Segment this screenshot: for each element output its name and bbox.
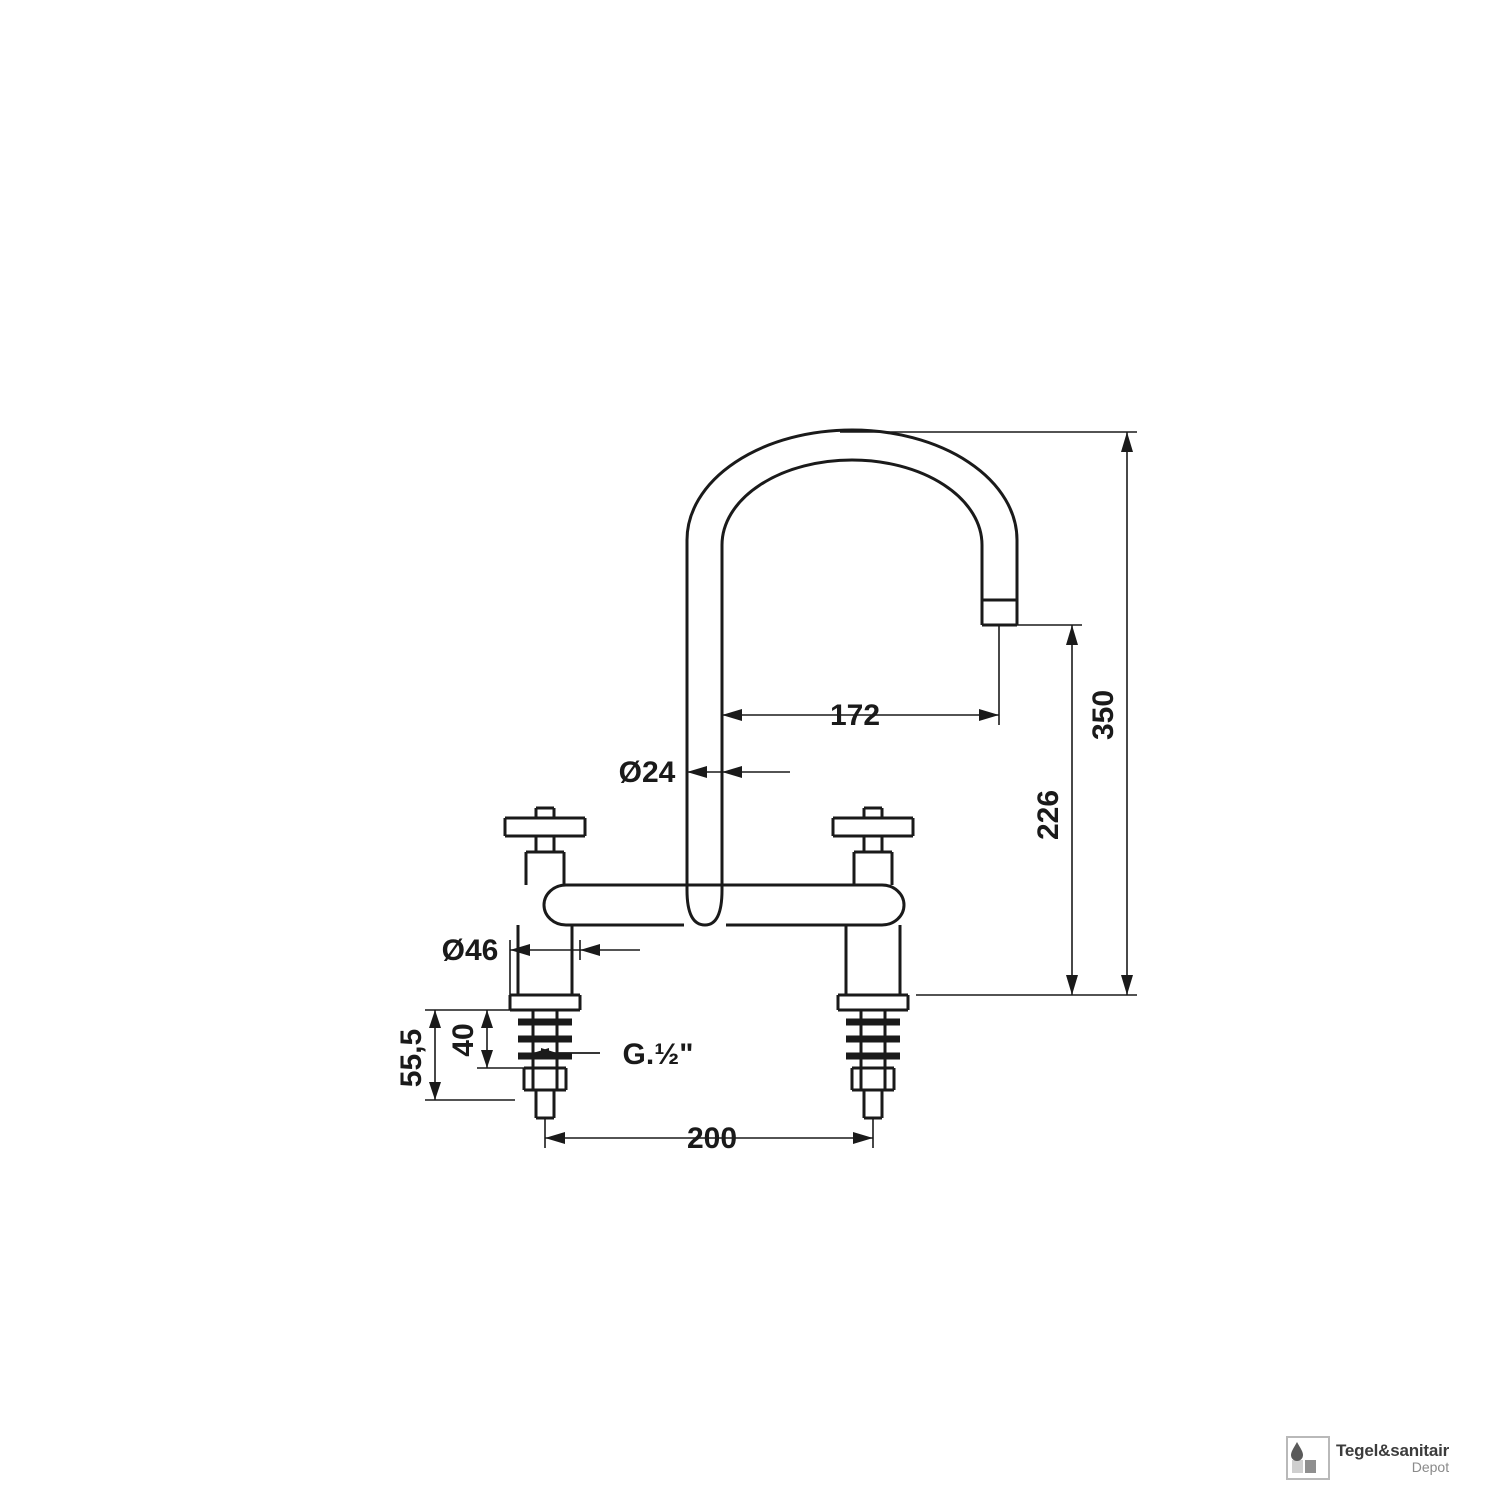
dimension-lines xyxy=(425,431,1137,1148)
dimension-55-5: 55,5 xyxy=(395,1029,428,1087)
mixer-body xyxy=(542,883,906,927)
spout-base xyxy=(685,880,724,927)
dimension-spout-diameter: Ø24 xyxy=(619,756,676,789)
watermark-brand: Tegel&sanitair xyxy=(1336,1440,1450,1460)
dimension-40: 40 xyxy=(447,1023,480,1056)
spout-outline xyxy=(685,428,1019,880)
watermark-subtitle: Depot xyxy=(1411,1458,1450,1475)
dimension-base-diameter: Ø46 xyxy=(442,934,499,967)
valve-right xyxy=(831,806,915,1120)
dimension-226: 226 xyxy=(1032,790,1065,840)
tegelsanitair-depot-logo xyxy=(1286,1436,1330,1480)
dimension-thread: G.½" xyxy=(623,1038,694,1071)
dimension-172: 172 xyxy=(830,699,880,732)
valve-left xyxy=(503,806,587,1120)
watermark-text: Tegel&sanitair Depot xyxy=(1336,1440,1450,1475)
dimension-350: 350 xyxy=(1087,690,1120,740)
dimension-200: 200 xyxy=(687,1122,737,1155)
watermark: Tegel&sanitair Depot xyxy=(1282,1432,1482,1484)
